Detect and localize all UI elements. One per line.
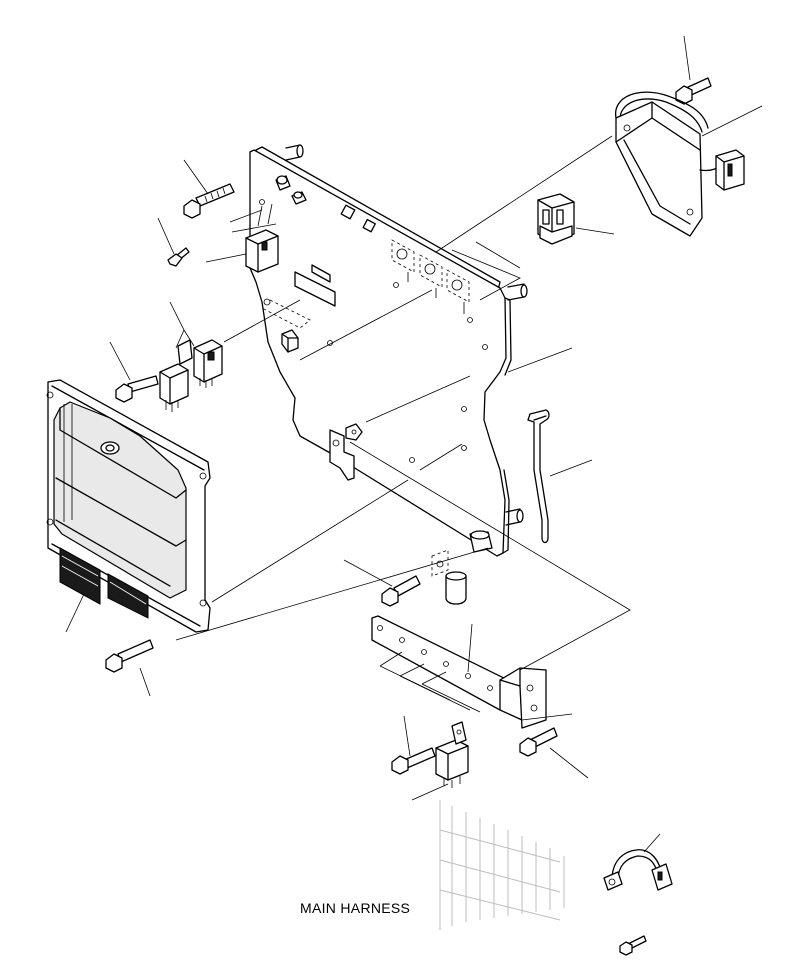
connector-block bbox=[537, 193, 575, 245]
harness-bracket-top bbox=[615, 91, 745, 237]
spacer bbox=[431, 549, 467, 605]
screw-small bbox=[167, 247, 190, 267]
relay-lower bbox=[435, 721, 469, 788]
relay-plate bbox=[245, 203, 279, 273]
bolt-bottom-right bbox=[619, 935, 647, 956]
plate-fasteners bbox=[275, 175, 307, 205]
bolt-relay-left bbox=[115, 375, 159, 403]
main-harness-label: MAIN HARNESS bbox=[300, 900, 411, 916]
bolt-lower-left bbox=[105, 639, 154, 673]
bolt-center bbox=[381, 575, 421, 607]
bolt-lower-right bbox=[519, 727, 558, 757]
hose bbox=[527, 409, 550, 544]
mounting-plate bbox=[249, 144, 528, 557]
small-harness bbox=[603, 849, 673, 891]
leader-lines bbox=[65, 35, 763, 853]
lower-bracket bbox=[371, 615, 547, 729]
bolt-top-right bbox=[675, 77, 712, 105]
faint-stamp bbox=[439, 800, 565, 930]
relay-left-pair bbox=[159, 339, 223, 412]
controller-unit bbox=[46, 379, 211, 633]
bolt-upper-left bbox=[183, 183, 235, 219]
bolt-relay-lower bbox=[391, 747, 436, 775]
